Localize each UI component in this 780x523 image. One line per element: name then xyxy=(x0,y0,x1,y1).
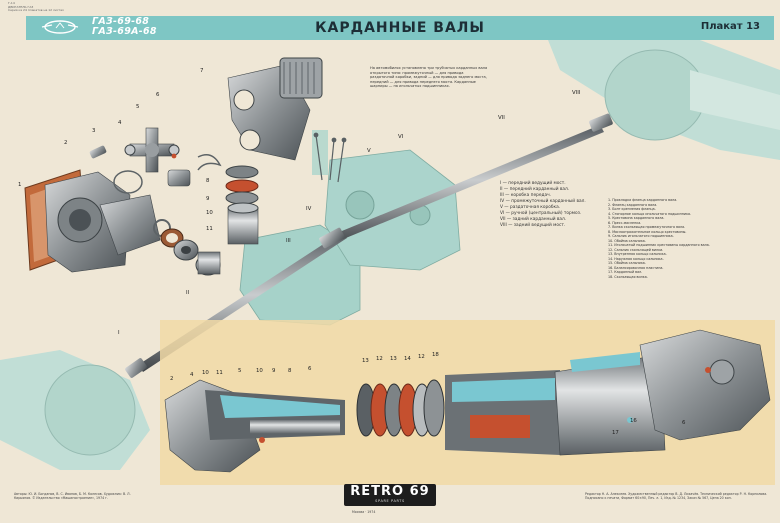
part-item: 3. Болт крепления фланца. xyxy=(608,207,656,211)
callout-roman: VII xyxy=(498,115,505,121)
callout-number: 4 xyxy=(118,120,122,126)
part-item: 18. Скользящая вилка. xyxy=(608,274,648,279)
footer-place: Москва · 1974 xyxy=(352,510,376,514)
description-text: На автомобилях установлено три трубчатых… xyxy=(370,66,488,89)
callout-number: 9 xyxy=(206,196,210,202)
legend-item: VI — ручной (центральный) тормоз. xyxy=(500,211,582,216)
legend: I — передний ведущий мост. II — передний… xyxy=(500,181,586,229)
callout-number: 7 xyxy=(200,68,204,74)
callout-number: 12 xyxy=(418,354,425,360)
gearbox-ghost xyxy=(239,130,461,326)
callout-number: 6 xyxy=(682,420,686,426)
callout-number: 2 xyxy=(64,140,68,146)
legend-item: IV — промежуточный карданный вал. xyxy=(500,199,586,204)
callout-number: 17 xyxy=(612,430,619,436)
stamp-brand: RETRO 69 xyxy=(350,484,430,499)
gaz-deer-logo-icon xyxy=(41,20,79,34)
callout-number: 14 xyxy=(404,356,411,362)
callout-number: 10 xyxy=(206,210,213,216)
legend-item: III — коробка передач. xyxy=(500,193,551,198)
callout-number: 10 xyxy=(202,370,209,376)
part-item: 8. Маслоотражательное кольцо крестовины. xyxy=(608,229,687,234)
callout-number: 11 xyxy=(206,226,213,232)
part-item: 12. Сальник скользящей вилки. xyxy=(608,247,664,252)
part-item: 7. Вилка скользящая промежуточного вала. xyxy=(608,225,686,229)
rear-axle-ghost xyxy=(548,40,780,160)
part-item: 17. Карданный вал. xyxy=(608,270,643,274)
footer-print-info: Редактор Н. А. Алексеев. Художественный … xyxy=(585,492,768,501)
callout-number: 10 xyxy=(256,368,263,374)
part-list: 1. Прокладка фланца карданного вала. 2. … xyxy=(608,198,728,279)
footer-credits: Авторы: Ю. И. Богданов, В. С. Иванов, Б.… xyxy=(14,492,131,501)
model-names: ГАЗ-69-68 ГАЗ-69А-68 xyxy=(92,17,157,37)
callout-roman: VI xyxy=(398,134,404,140)
series-info: Г-14 ДВИГАТЕЛЬ ГАЗ Серия из 24 плакатов … xyxy=(8,1,64,13)
part-item: 9. Сальник игольчатого подшипника. xyxy=(608,234,674,238)
retro69-stamp: RETRO 69 SPARE PARTS xyxy=(344,484,436,506)
callout-number: 11 xyxy=(216,370,223,376)
callout-number: 3 xyxy=(92,128,96,134)
callout-number: 18 xyxy=(432,352,439,358)
part-item: 5. Крестовина карданного вала. xyxy=(608,216,665,220)
part-item: 15. Обойма сальника. xyxy=(608,261,646,265)
legend-item: V — раздаточная коробка. xyxy=(500,205,561,210)
exploded-joint xyxy=(24,127,222,276)
callout-number: 13 xyxy=(390,356,397,362)
callout-number: 6 xyxy=(156,92,160,98)
callout-number: 4 xyxy=(190,372,194,378)
part-item: 13. Внутренняя кольцо сальника. xyxy=(608,252,667,256)
callout-number: 2 xyxy=(170,376,174,382)
part-item: 2. Фланец карданного вала. xyxy=(608,202,658,207)
callout-roman: II xyxy=(186,290,190,296)
legend-item: II — передний карданный вал. xyxy=(500,187,570,192)
callout-number: 12 xyxy=(376,356,383,362)
model-name-1: ГАЗ-69-68 xyxy=(92,16,150,27)
front-axle-ghost xyxy=(0,350,150,470)
callout-number: 16 xyxy=(630,418,637,424)
poster-title: КАРДАННЫЕ ВАЛЫ xyxy=(315,20,485,36)
callout-roman: III xyxy=(286,238,291,244)
cross-section-panel xyxy=(160,320,775,485)
callout-number: 8 xyxy=(206,178,210,184)
callout-number: 1 xyxy=(18,182,22,188)
header-band: ГАЗ-69-68 ГАЗ-69А-68 КАРДАННЫЕ ВАЛЫ Плак… xyxy=(26,16,774,40)
legend-item: I — передний ведущий мост. xyxy=(500,181,566,186)
part-item: 16. Балансировочная пластина. xyxy=(608,265,664,270)
poster-number: Плакат 13 xyxy=(700,21,760,32)
bearing-stack xyxy=(225,165,259,245)
callout-roman: VIII xyxy=(572,90,581,96)
callout-roman: IV xyxy=(306,206,312,212)
part-item: 14. Наружная кольцо сальника. xyxy=(608,256,664,261)
legend-item: VIII — задний ведущий мост. xyxy=(500,223,566,228)
part-item: 11. Игольчатый подшипник крестовины кард… xyxy=(608,243,710,247)
callout-number: 6 xyxy=(308,366,312,372)
callout-number: 5 xyxy=(238,368,242,374)
callout-number: 13 xyxy=(362,358,369,364)
stamp-sub: SPARE PARTS xyxy=(375,499,405,503)
part-item: 6. Пресс-масленка. xyxy=(608,220,642,225)
part-item: 4. Стопорное кольцо игольчатого подшипни… xyxy=(608,211,692,216)
callout-roman: I xyxy=(118,330,120,336)
callout-number: 8 xyxy=(288,368,292,374)
sliding-yoke-top xyxy=(227,57,323,161)
part-item: 10. Обойма сальника. xyxy=(608,238,646,243)
seal-rings xyxy=(356,379,445,437)
callout-number: 9 xyxy=(272,368,276,374)
part-item: 1. Прокладка фланца карданного вала. xyxy=(608,198,678,202)
callout-roman: V xyxy=(367,148,371,154)
callout-number: 5 xyxy=(136,104,140,110)
model-name-2: ГАЗ-69А-68 xyxy=(92,26,157,37)
shift-levers xyxy=(313,132,347,183)
legend-item: VII — задний карданный вал. xyxy=(500,217,567,222)
